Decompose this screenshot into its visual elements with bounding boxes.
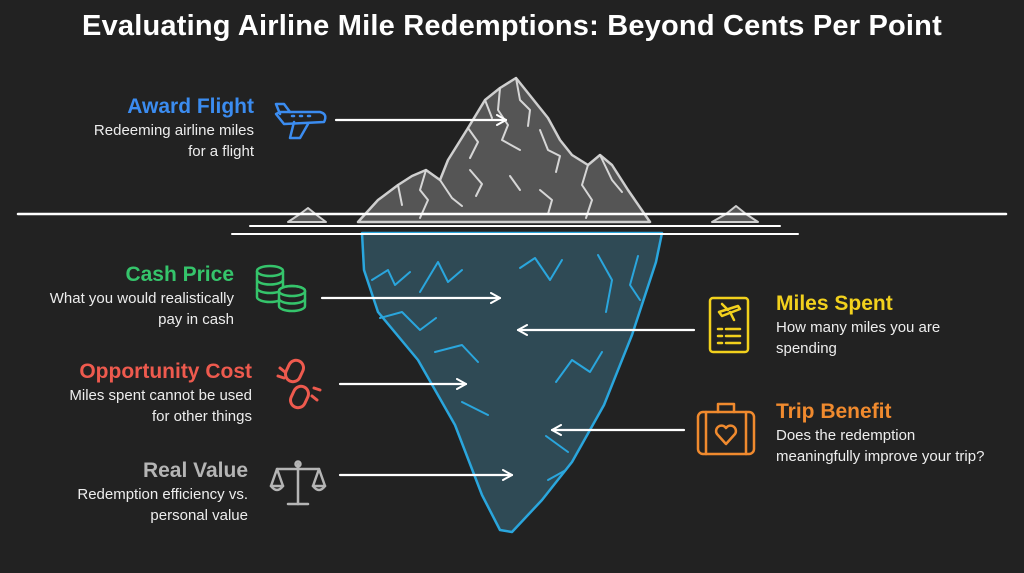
cash-price-line-2: pay in cash [158,311,234,328]
cash-price-heading: Cash Price [125,263,234,286]
cash-price-line-1: What you would realistically [49,290,234,307]
iceberg-above-water [356,76,652,224]
ticket-document-icon [708,296,750,354]
real-value-heading: Real Value [142,459,248,482]
waterline [16,212,1008,235]
miles-spent-line-2: spending [776,340,837,357]
suitcase-heart-icon [696,402,756,456]
award-flight-line-1: Redeeming airline miles [93,122,254,139]
balance-scale-icon [269,460,327,506]
award-flight-line-2: for a flight [188,143,254,160]
iceberg-underwater [360,231,664,534]
page-title: Evaluating Airline Mile Redemptions: Bey… [82,10,942,42]
opportunity-cost-line-1: Miles spent cannot be used [69,387,252,404]
real-value-line-2: personal value [150,507,248,524]
miles-spent-line-1: How many miles you are [776,319,941,336]
trip-benefit-line-1: Does the redemption [776,427,916,444]
trip-benefit-heading: Trip Benefit [776,400,892,423]
opportunity-cost-heading: Opportunity Cost [79,360,252,383]
award-flight-heading: Award Flight [127,95,254,118]
real-value-block: Real Value Redemption efficiency vs. per… [77,458,248,526]
miles-spent-heading: Miles Spent [776,292,893,315]
real-value-line-1: Redemption efficiency vs. [77,486,248,503]
opportunity-cost-line-2: for other things [151,408,252,425]
trip-benefit-line-2: meaningfully improve your trip? [776,448,985,465]
miles-spent-block: Miles Spent How many miles you are spend… [776,291,940,359]
cash-price-block: Cash Price What you would realistically … [50,262,234,330]
award-flight-block: Award Flight Redeeming airline miles for… [94,94,254,162]
opportunity-cost-block: Opportunity Cost Miles spent cannot be u… [69,359,252,427]
airplane-icon [274,102,327,140]
trip-benefit-block: Trip Benefit Does the redemption meaning… [776,399,984,467]
broken-link-icon [276,358,322,410]
coins-icon [255,264,307,313]
